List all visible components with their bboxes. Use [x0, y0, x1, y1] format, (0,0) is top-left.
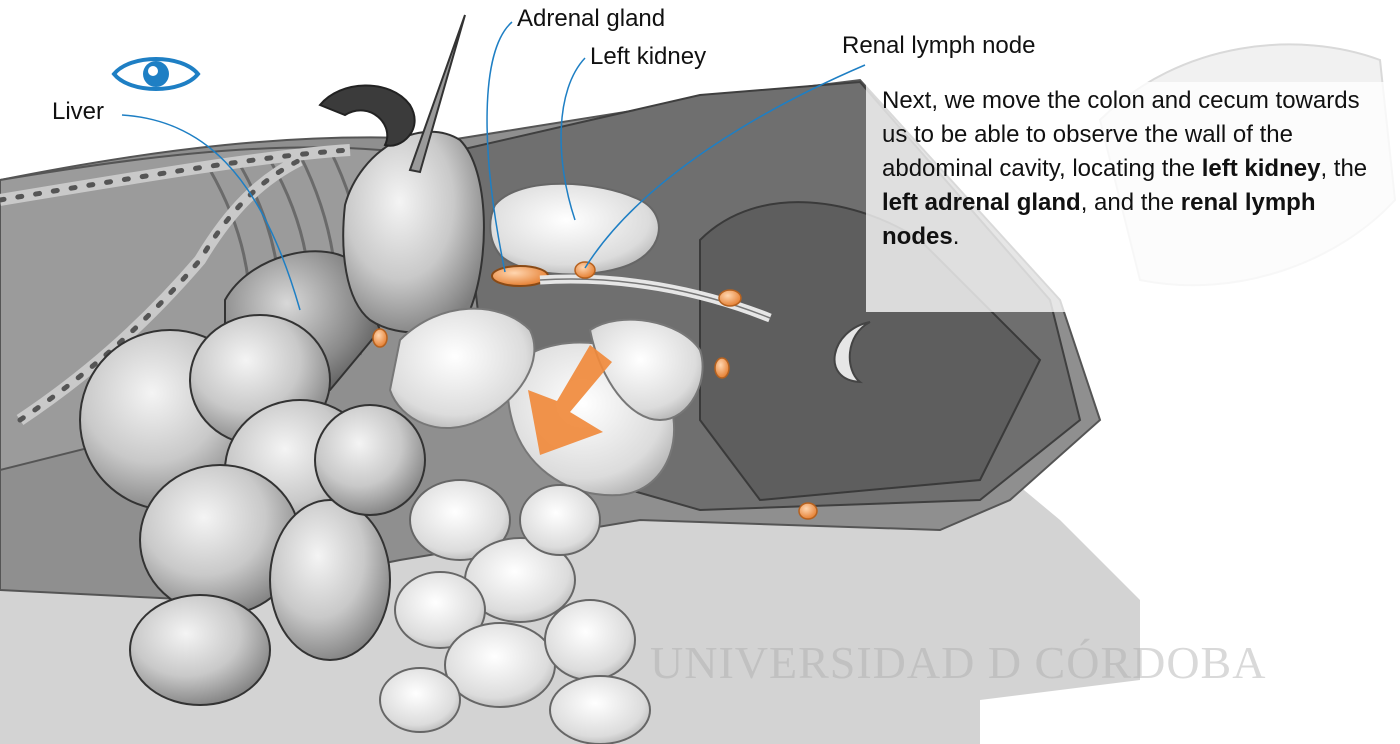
left-kidney — [489, 182, 660, 276]
spleen — [318, 84, 416, 147]
small-intestine — [379, 479, 651, 744]
eye-icon — [111, 57, 201, 91]
label-liver: Liver — [52, 98, 105, 125]
colon — [388, 307, 536, 429]
leader-lines — [121, 21, 866, 311]
description-part-1: Next, we move the colon and cecum toward… — [882, 87, 1360, 182]
description-bold-left-adrenal-gland: left adrenal gland — [882, 189, 1081, 216]
renal-lymph-nodes — [372, 261, 818, 520]
watermark: UNIVERSIDAD D CÓRDOBA — [650, 637, 1267, 688]
spiral-colon — [79, 314, 426, 706]
renal-vessel-outline — [539, 278, 771, 319]
label-adrenal-gland: Adrenal gland — [517, 5, 666, 32]
arrow-down-left-icon — [528, 345, 612, 455]
description-text: Next, we move the colon and cecum toward… — [882, 84, 1382, 254]
description-part-2: , the — [1320, 155, 1368, 182]
label-left-kidney: Left kidney — [590, 43, 707, 70]
description-part-3: , and the — [1080, 189, 1181, 216]
colon-segment — [588, 318, 704, 422]
description-bold-left-kidney: left kidney — [1201, 155, 1321, 182]
crescent-structure — [833, 321, 871, 384]
description-bold-renal-lymph-nodes: renal lymph nodes — [882, 189, 1316, 250]
description-panel — [866, 82, 1400, 312]
skin-edge-dots — [0, 147, 353, 423]
left-adrenal-gland — [491, 265, 549, 287]
forceps — [408, 14, 466, 174]
label-renal-lymph-node: Renal lymph node — [842, 32, 1036, 59]
description-part-4: . — [952, 223, 960, 250]
